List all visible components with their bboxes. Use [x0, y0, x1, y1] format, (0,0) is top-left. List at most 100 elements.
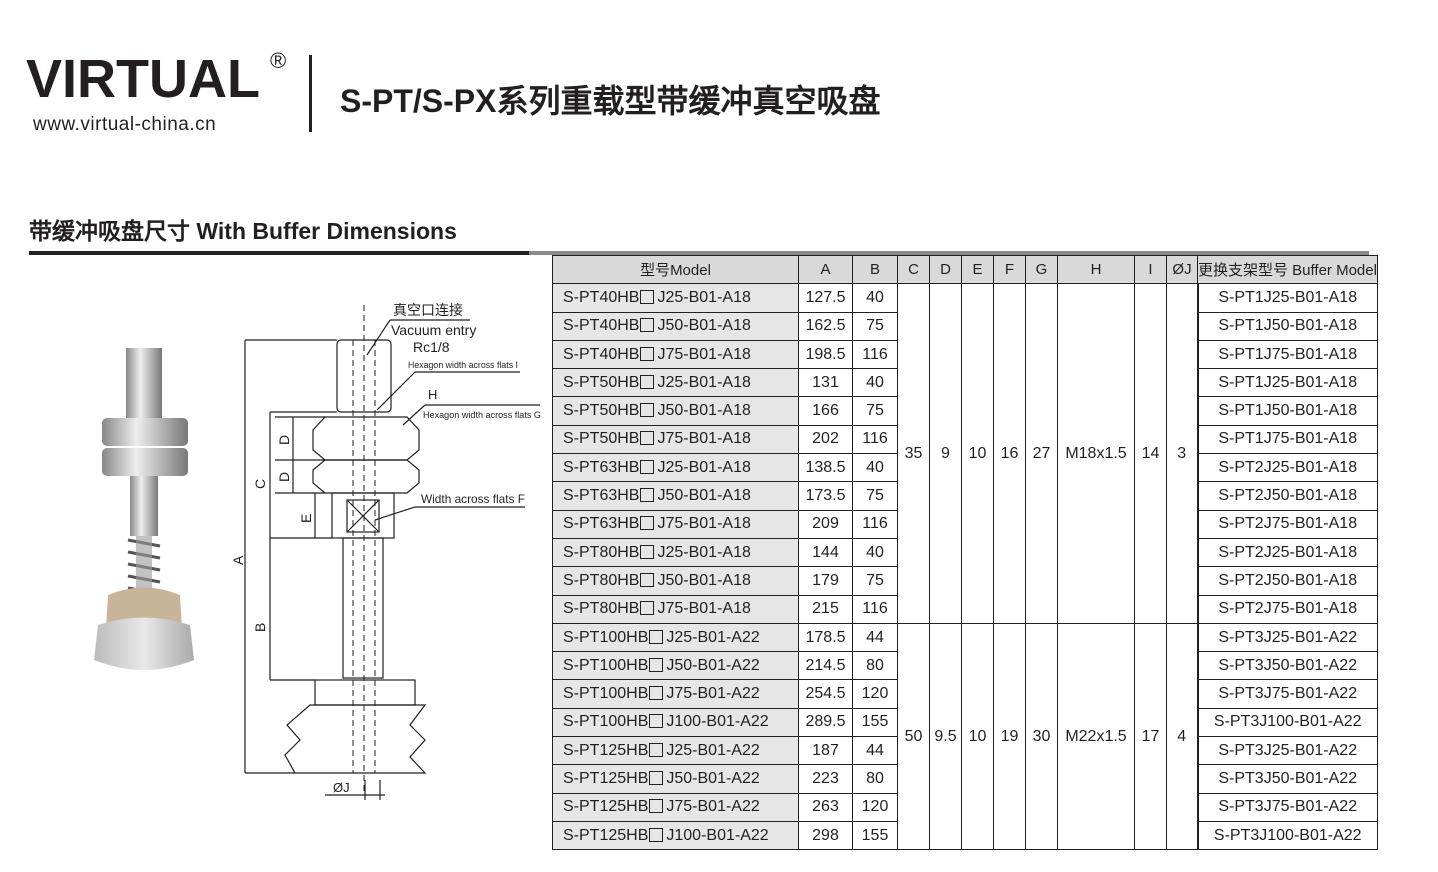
model-suffix: J100-B01-A22: [666, 713, 769, 731]
section-rule: [29, 251, 529, 255]
label-c: C: [252, 479, 268, 489]
page-title: S-PT/S-PX系列重载型带缓冲真空吸盘: [340, 83, 881, 119]
a-cell: 298: [798, 820, 853, 851]
b-cell: 75: [852, 311, 898, 341]
a-cell: 131: [798, 368, 853, 398]
buffer-model-cell: S-PT3J75-B01-A22: [1196, 792, 1378, 822]
placeholder-box: [640, 431, 655, 446]
b-cell: 155: [852, 820, 898, 851]
b-cell: 120: [852, 679, 898, 709]
placeholder-box: [649, 799, 664, 814]
model-suffix: J75-B01-A18: [657, 515, 751, 533]
label-port: Rc1/8: [413, 339, 450, 355]
buffer-model-cell: S-PT1J50-B01-A18: [1196, 311, 1378, 341]
a-cell: 162.5: [798, 311, 853, 341]
d-cell: 9: [929, 283, 962, 624]
a-cell: 187: [798, 736, 853, 766]
model-suffix: J25-B01-A18: [657, 543, 751, 561]
model-prefix: S-PT100HB: [563, 713, 649, 731]
model-prefix: S-PT40HB: [563, 288, 640, 306]
label-e: E: [298, 514, 314, 523]
model-prefix: S-PT125HB: [563, 769, 649, 787]
label-vacuum-en: Vacuum entry: [391, 322, 476, 338]
placeholder-box: [649, 742, 664, 757]
placeholder-box: [640, 572, 655, 587]
b-cell: 44: [852, 736, 898, 766]
registered-mark: ®: [270, 48, 287, 73]
placeholder-box: [640, 459, 655, 474]
model-prefix: S-PT125HB: [563, 826, 649, 844]
b-cell: 75: [852, 566, 898, 596]
a-cell: 254.5: [798, 679, 853, 709]
model-suffix: J25-B01-A22: [666, 741, 760, 759]
model-prefix: S-PT80HB: [563, 600, 640, 618]
model-suffix: J75-B01-A18: [657, 600, 751, 618]
placeholder-box: [640, 488, 655, 503]
model-suffix: J75-B01-A18: [657, 430, 751, 448]
placeholder-box: [649, 770, 664, 785]
section-title: 带缓冲吸盘尺寸 With Buffer Dimensions: [29, 218, 457, 244]
model-suffix: J50-B01-A18: [657, 487, 751, 505]
d-cell: 9.5: [929, 622, 962, 851]
placeholder-box: [649, 714, 664, 729]
model-prefix: S-PT63HB: [563, 515, 640, 533]
b-cell: 116: [852, 594, 898, 624]
label-a: A: [230, 555, 246, 565]
buffer-model-cell: S-PT3J50-B01-A22: [1196, 764, 1378, 794]
buffer-model-cell: S-PT2J50-B01-A18: [1196, 566, 1378, 596]
a-cell: 166: [798, 396, 853, 426]
buffer-model-cell: S-PT3J25-B01-A22: [1196, 622, 1378, 653]
b-cell: 155: [852, 707, 898, 738]
f-cell: 19: [993, 622, 1026, 851]
b-cell: 44: [852, 622, 898, 653]
a-cell: 223: [798, 764, 853, 794]
label-hex-i: Hexagon width across flats I: [408, 360, 518, 370]
b-cell: 40: [852, 453, 898, 483]
c-cell: 50: [897, 622, 930, 851]
model-suffix: J75-B01-A22: [666, 798, 760, 816]
column-header: E: [961, 254, 994, 285]
b-cell: 80: [852, 764, 898, 794]
column-header: ØJ: [1166, 254, 1198, 285]
column-header: F: [993, 254, 1026, 285]
placeholder-box: [640, 374, 655, 389]
model-prefix: S-PT63HB: [563, 458, 640, 476]
placeholder-box: [640, 601, 655, 616]
buffer-model-cell: S-PT2J25-B01-A18: [1196, 537, 1378, 568]
label-vacuum-cn: 真空口连接: [393, 302, 463, 318]
model-cell: S-PT125HB J25-B01-A22: [552, 736, 799, 766]
column-header: G: [1025, 254, 1058, 285]
c-cell: 35: [897, 283, 930, 624]
a-cell: 198.5: [798, 339, 853, 370]
placeholder-box: [640, 403, 655, 418]
a-cell: 263: [798, 792, 853, 822]
e-cell: 10: [961, 283, 994, 624]
b-cell: 116: [852, 424, 898, 455]
label-hex-g: Hexagon width across flats G: [423, 410, 541, 420]
model-prefix: S-PT80HB: [563, 571, 640, 589]
a-cell: 202: [798, 424, 853, 455]
buffer-model-cell: S-PT2J75-B01-A18: [1196, 509, 1378, 539]
model-cell: S-PT63HB J75-B01-A18: [552, 509, 799, 539]
j-cell: 3: [1166, 283, 1198, 624]
a-cell: 289.5: [798, 707, 853, 738]
model-prefix: S-PT63HB: [563, 487, 640, 505]
model-prefix: S-PT125HB: [563, 741, 649, 759]
